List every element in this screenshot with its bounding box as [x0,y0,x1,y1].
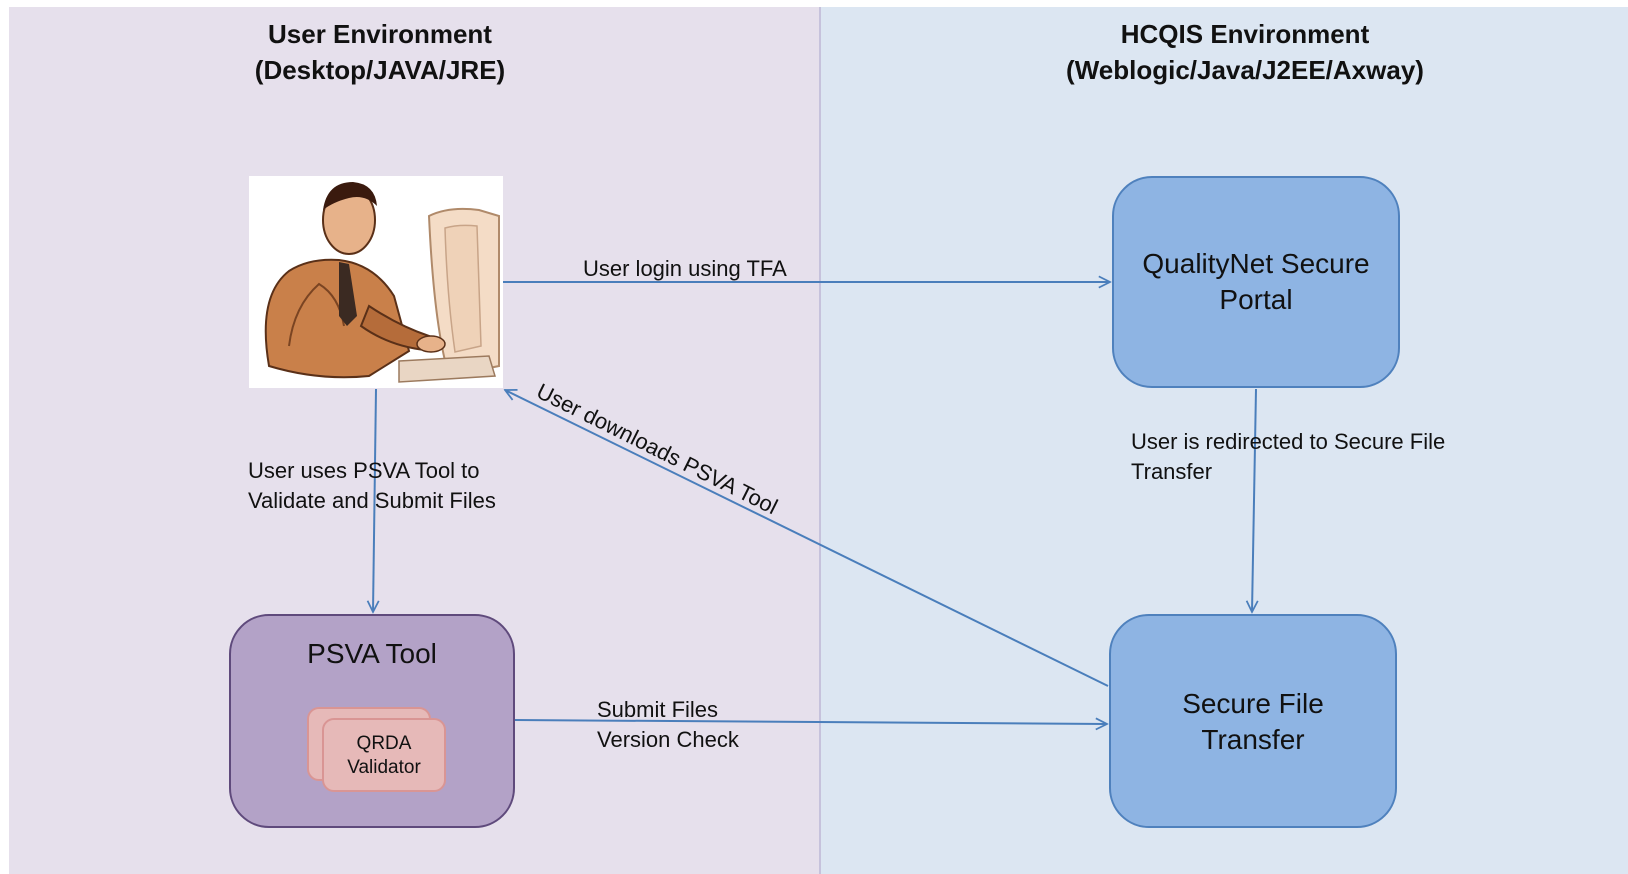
submit-arrow [514,720,1107,724]
psva-tool-box: PSVA Tool QRDA Validator [229,614,515,828]
uses-tool-label: User uses PSVA Tool to Validate and Subm… [248,456,496,516]
submit-label-line1: Submit Files [597,697,719,722]
user-environment-title-line2: (Desktop/JAVA/JRE) [254,55,506,85]
portal-label-line1: QualityNet Secure [1142,248,1370,279]
psva-tool-title: PSVA Tool [307,638,437,669]
hcqis-environment-title: HCQIS Environment (Weblogic/Java/J2EE/Ax… [1020,16,1470,88]
validator-label-line1: QRDA [356,733,412,754]
validator-label-line2: Validator [347,757,421,778]
download-arrow [505,390,1109,687]
user-environment-title: User Environment (Desktop/JAVA/JRE) [180,16,580,88]
secure-file-transfer-box: Secure File Transfer [1109,614,1397,828]
uses-tool-label-line1: User uses PSVA Tool to [248,458,480,483]
qualitynet-secure-portal-box: QualityNet Secure Portal [1112,176,1400,388]
redirect-label-line2: Transfer [1131,459,1213,484]
portal-label-line2: Portal [1219,284,1293,315]
submit-label-line2: Version Check [597,727,739,752]
login-label: User login using TFA [583,256,787,281]
sft-label-line1: Secure File [1182,688,1324,719]
user-clipart-svg [264,182,500,383]
hcqis-environment-title-line2: (Weblogic/Java/J2EE/Axway) [1066,55,1424,85]
qrda-validator-box: QRDA Validator [322,718,446,792]
uses-tool-arrow [373,388,376,612]
user-at-computer-icon [249,176,503,388]
submit-label: Submit Files Version Check [597,695,739,755]
redirect-label: User is redirected to Secure File Transf… [1131,427,1445,487]
redirect-label-line1: User is redirected to Secure File [1131,429,1446,454]
sft-label-line2: Transfer [1201,724,1305,755]
hcqis-environment-title-line1: HCQIS Environment [1120,19,1370,49]
uses-tool-label-line2: Validate and Submit Files [248,488,496,513]
redirect-arrow [1252,388,1256,612]
user-environment-title-line1: User Environment [268,19,492,49]
